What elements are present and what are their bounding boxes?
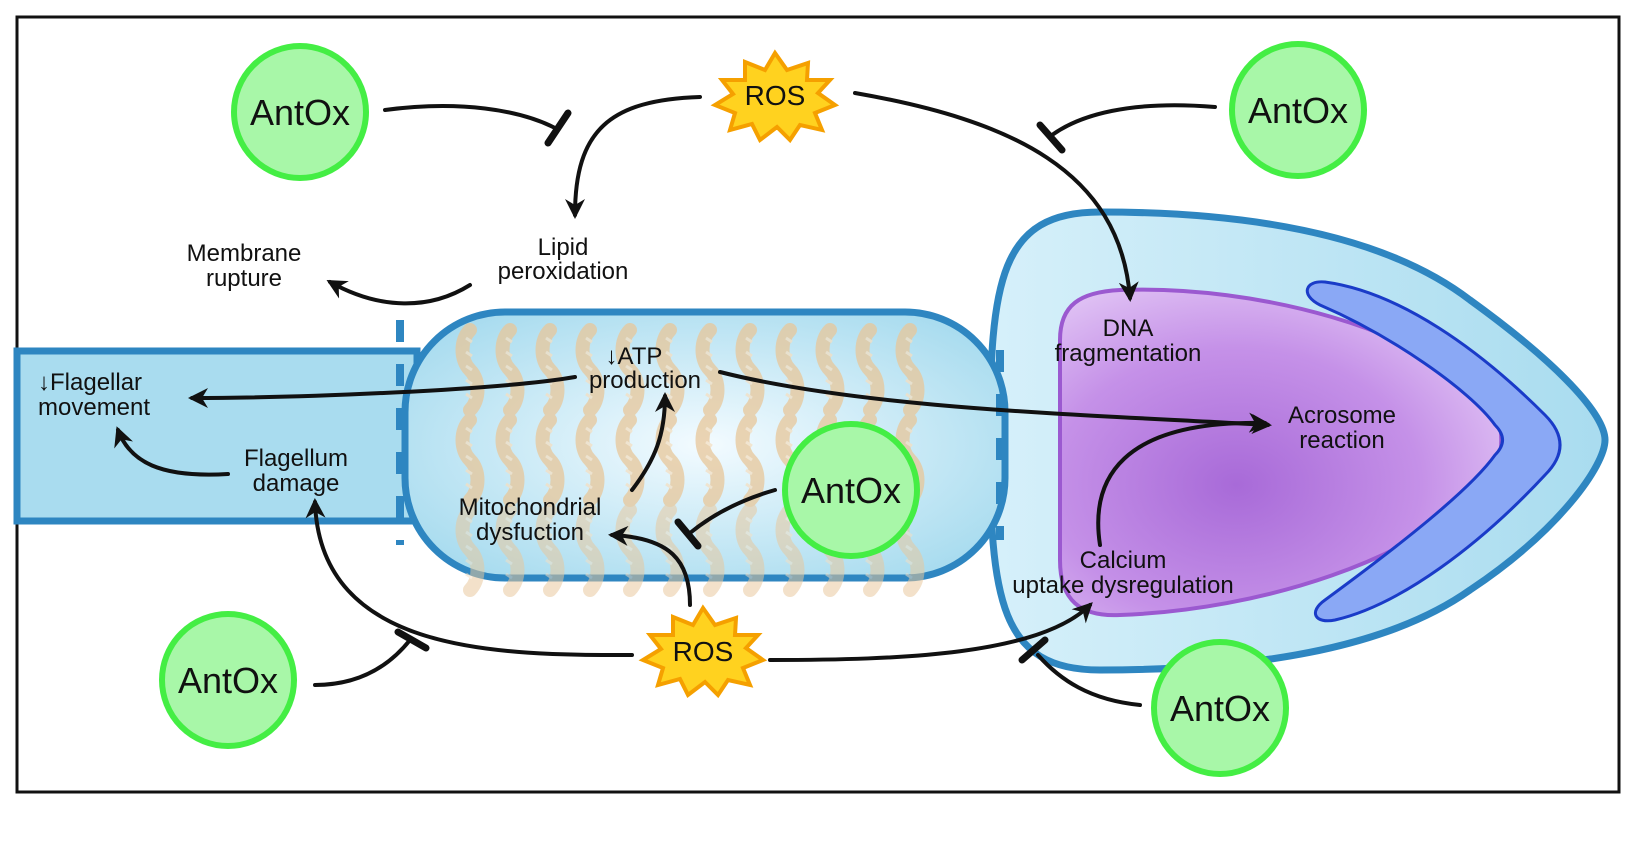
calcium-label-2: uptake dysregulation [1012, 572, 1233, 599]
antox-top-right: AntOx [1229, 41, 1367, 179]
antox-circle-icon [231, 43, 369, 181]
antox-label: AntOx [178, 660, 278, 701]
ros-label-top: ROS [745, 80, 806, 111]
antox-circle-icon [1229, 41, 1367, 179]
inhibit-bar-4 [394, 628, 430, 652]
flagellar-label-1: ↓Flagellar [38, 369, 142, 396]
atp-label-2: production [589, 367, 701, 394]
inhibit-antox-4 [313, 638, 412, 687]
arrow-calcium-to-acrosome [1096, 412, 1269, 547]
antox-top-left: AntOx [231, 43, 369, 181]
inhibit-bar-5 [1018, 636, 1049, 664]
arrow-ros-to-damage [305, 498, 634, 657]
antox-label: AntOx [1248, 90, 1348, 131]
flagellum-tail [13, 347, 421, 525]
arrow-atp-to-acrosome [718, 370, 1272, 435]
antox-circle-icon [1151, 639, 1289, 777]
ros-bottom: ROS [638, 604, 768, 699]
acrosome-label-2: reaction [1299, 427, 1384, 454]
inhibit-bar-1 [544, 109, 572, 147]
arrow-ros-to-mito [608, 525, 692, 607]
ros-top: ROS [710, 49, 840, 144]
flagellum-damage-label-1: Flagellum [244, 445, 348, 472]
arrow-atp-to-flagellar [188, 375, 577, 408]
ros-label-bottom: ROS [673, 636, 734, 667]
flagellar-label-2: movement [38, 394, 150, 421]
mito-label-2: dysfuction [476, 519, 584, 546]
dna-label-1: DNA [1103, 315, 1154, 342]
acrosome [1306, 280, 1562, 623]
calcium-label-1: Calcium [1080, 547, 1167, 574]
antox-bottom-right: AntOx [1151, 639, 1289, 777]
ros-starburst-icon [638, 604, 768, 699]
inhibit-antox-2 [1050, 103, 1217, 137]
arrow-ros-to-lipid [565, 95, 702, 219]
atp-label-1: ↓ATP [606, 343, 663, 370]
acrosome-label-1: Acrosome [1288, 402, 1396, 429]
mito-label-1: Mitochondrial [459, 494, 602, 521]
antox-middle: AntOx [782, 421, 920, 559]
inhibit-antox-5 [1036, 653, 1142, 707]
inhibit-bar-2 [1036, 121, 1066, 154]
flagellum-damage-label-2: damage [253, 470, 340, 497]
inhibit-bar-3 [674, 518, 702, 550]
antox-label: AntOx [801, 470, 901, 511]
antox-label: AntOx [1170, 688, 1270, 729]
lipid-label-1: Lipid [538, 234, 589, 261]
ros-starburst-icon [710, 49, 840, 144]
arrow-damage-to-flagellar [114, 426, 230, 477]
antox-bottom-left: AntOx [159, 611, 297, 749]
arrow-ros-to-calcium [768, 602, 1093, 662]
membrane-label-1: Membrane [187, 240, 302, 267]
arrow-mito-to-atp [630, 392, 675, 492]
inhibit-antox-3 [688, 488, 777, 535]
inhibit-antox-1 [383, 104, 557, 130]
antox-label: AntOx [250, 92, 350, 133]
membrane-label-2: rupture [206, 265, 282, 292]
antox-circle-icon [782, 421, 920, 559]
arrow-lipid-to-membrane [326, 280, 472, 306]
antox-circle-icon [159, 611, 297, 749]
arrow-ros-to-dna [853, 91, 1139, 302]
dna-label-2: fragmentation [1055, 340, 1202, 367]
lipid-label-2: peroxidation [498, 258, 629, 285]
